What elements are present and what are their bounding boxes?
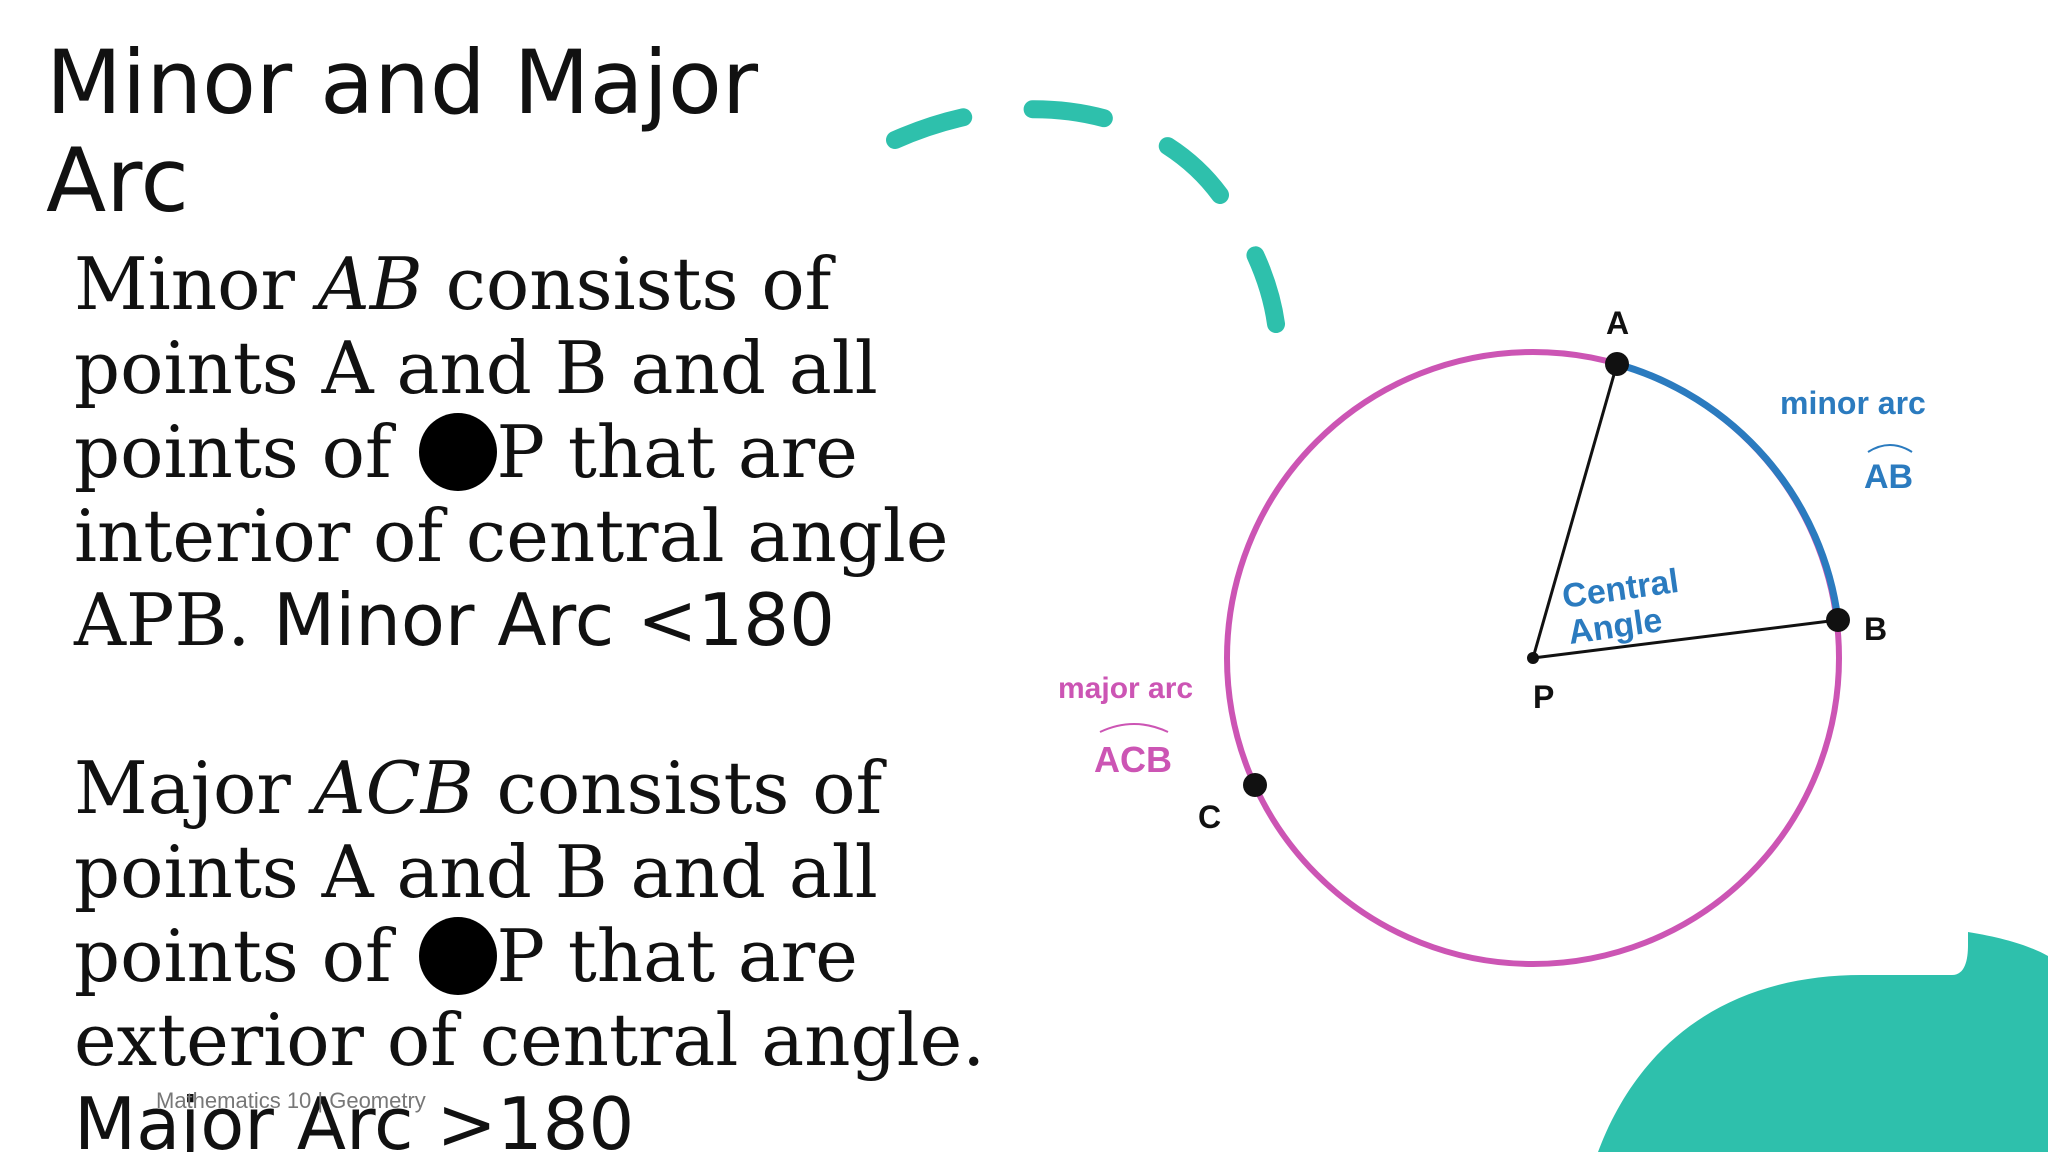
minor-text-1: Minor	[74, 242, 318, 326]
minor-arc-rule: Minor Arc <180	[273, 578, 835, 662]
point-a-label: A	[1606, 305, 1629, 341]
minor-text-3: P that are interior of central angle APB…	[74, 410, 949, 662]
minor-arc-label: minor arc	[1780, 385, 1926, 421]
radius-pb	[1532, 618, 1839, 660]
point-p-marker	[1527, 652, 1539, 664]
point-a-marker	[1605, 352, 1629, 376]
major-arc-rule: Major Arc >180	[74, 1082, 635, 1152]
major-arc-name: ACB	[1094, 739, 1172, 780]
major-arc-symbol-icon	[1099, 723, 1169, 733]
major-arc-label: major arc	[1058, 672, 1193, 705]
radius-pa	[1531, 363, 1619, 659]
slide-footer: Mathematics 10 | Geometry	[156, 1088, 426, 1113]
point-b-marker	[1826, 608, 1850, 632]
slide-title: Minor and Major Arc	[46, 31, 758, 232]
point-c-label: C	[1198, 799, 1221, 835]
dashed-arc-decoration	[886, 100, 1287, 361]
minor-arc-paragraph: Minor AB consists of points A and B and …	[74, 242, 1074, 662]
point-p-label: P	[1533, 679, 1554, 715]
slide-body: Minor AB consists of points A and B and …	[74, 242, 1074, 1152]
major-arc-math: ACB	[313, 746, 474, 830]
circle-symbol-icon	[418, 917, 497, 995]
major-text-2: consists of points A and B and all point…	[74, 746, 883, 998]
minor-arc-symbol-icon	[1867, 444, 1913, 453]
point-c-marker	[1243, 773, 1267, 797]
minor-arc	[1616, 360, 1842, 621]
arc-diagram: A B C P minor arc AB Central Angle major…	[1058, 305, 1926, 967]
major-text-1: Major	[74, 746, 314, 830]
circle-symbol-icon	[418, 413, 497, 491]
teal-corner-shape	[1598, 932, 2048, 1152]
major-arc	[1224, 349, 1842, 967]
minor-arc-name: AB	[1864, 458, 1913, 496]
major-text-3: P that are exterior of central angle.	[74, 914, 986, 1082]
minor-text-2: consists of points A and B and all point…	[74, 242, 878, 494]
major-arc-paragraph: Major ACB consists of points A and B and…	[74, 746, 1074, 1152]
minor-arc-math: AB	[317, 242, 423, 326]
point-b-label: B	[1864, 611, 1887, 647]
